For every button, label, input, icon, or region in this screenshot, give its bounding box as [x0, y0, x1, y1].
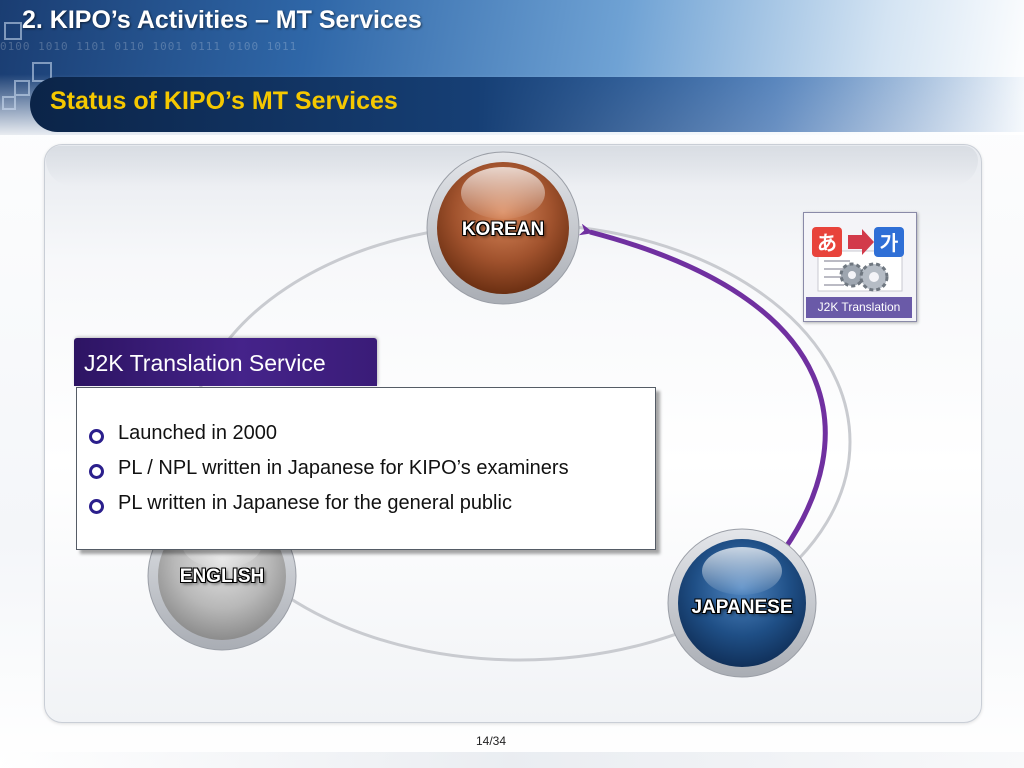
bullet-icon	[89, 499, 104, 514]
j2k-icon-caption: J2K Translation	[806, 297, 912, 318]
service-details-box: Launched in 2000 PL / NPL written in Jap…	[76, 387, 656, 550]
service-tab-label: J2K Translation Service	[84, 350, 326, 376]
korean-label: KOREAN	[461, 219, 545, 240]
footer-decoration	[0, 752, 1024, 768]
bullet-text: Launched in 2000	[118, 422, 278, 444]
hangul-glyph: 가	[880, 231, 899, 255]
japanese-node	[667, 528, 817, 678]
subtitle-bar	[30, 77, 1024, 132]
translation-gears-icon: あ 가	[812, 227, 904, 292]
bullet-text: PL / NPL written in Japanese for KIPO’s …	[118, 457, 569, 479]
bullet-text: PL written in Japanese for the general p…	[118, 492, 512, 514]
bullet-icon	[89, 464, 104, 479]
page-number: 14/34	[476, 734, 507, 748]
section-subtitle: Status of KIPO’s MT Services	[50, 87, 398, 115]
deco-square	[4, 22, 22, 40]
deco-square	[14, 80, 30, 96]
j2k-translation-icon: あ 가 J2K Translation	[803, 212, 917, 322]
header-decoration: 0100 1010 1101 0110 1001 0111 0100 1011	[0, 40, 298, 53]
hiragana-glyph: あ	[817, 231, 837, 255]
j2k-arrow	[578, 223, 828, 552]
deco-square	[2, 96, 16, 110]
service-tab: J2K Translation Service	[74, 338, 377, 386]
english-label: ENGLISH	[179, 566, 265, 587]
bullet-icon	[89, 429, 104, 444]
page-title: 2. KIPO’s Activities – MT Services	[22, 6, 422, 34]
japanese-label: JAPANESE	[691, 597, 793, 618]
korean-node	[426, 151, 580, 305]
